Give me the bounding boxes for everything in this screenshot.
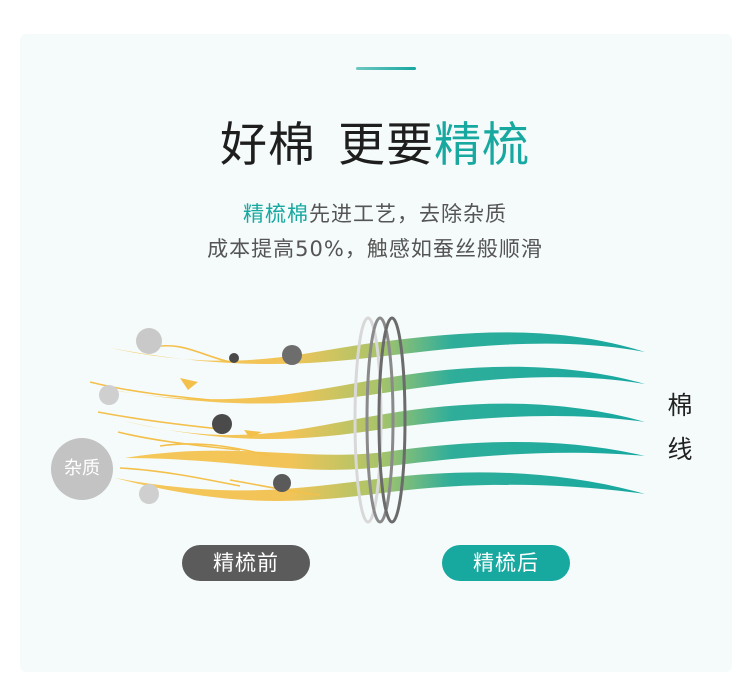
side-label-thread: 线: [667, 435, 693, 464]
impurity-dot-icon: [273, 474, 291, 492]
accent-line: [356, 67, 416, 70]
title-highlight: 精梳: [434, 118, 530, 173]
subtitle-highlight: 精梳棉: [243, 202, 309, 226]
side-label-cotton: 棉: [667, 391, 693, 420]
subtitle-line-2: 成本提高50%，触感如蚕丝般顺滑: [207, 237, 543, 261]
fiber-band-4: [125, 442, 645, 470]
impurity-dot-icon: [282, 345, 302, 365]
combing-illustration: [89, 316, 645, 524]
impurity-dot-icon: [99, 385, 119, 405]
impurity-label: 杂质: [51, 438, 113, 500]
subtitle-line1-rest: 先进工艺，去除杂质: [309, 202, 507, 226]
title-main: 好棉: [220, 118, 316, 173]
fiber-band-3: [120, 403, 645, 440]
fiber-band-5: [115, 472, 645, 501]
page-title: 好棉 更要精梳: [0, 106, 750, 175]
impurity-dot-icon: [139, 484, 159, 504]
badge-after-combing: 精梳后: [442, 545, 570, 581]
stray-fibers: [89, 344, 321, 496]
comb-rings-icon: [353, 316, 407, 524]
badge-before-combing: 精梳前: [182, 545, 310, 581]
subtitle-line-1: 精梳棉先进工艺，去除杂质: [0, 198, 750, 228]
impurity-dot-icon: [212, 414, 232, 434]
impurity-dot-icon: [229, 353, 239, 363]
title-part2: 更要: [338, 118, 434, 173]
impurity-dot-icon: [136, 328, 162, 354]
fiber-band-2: [100, 366, 645, 404]
